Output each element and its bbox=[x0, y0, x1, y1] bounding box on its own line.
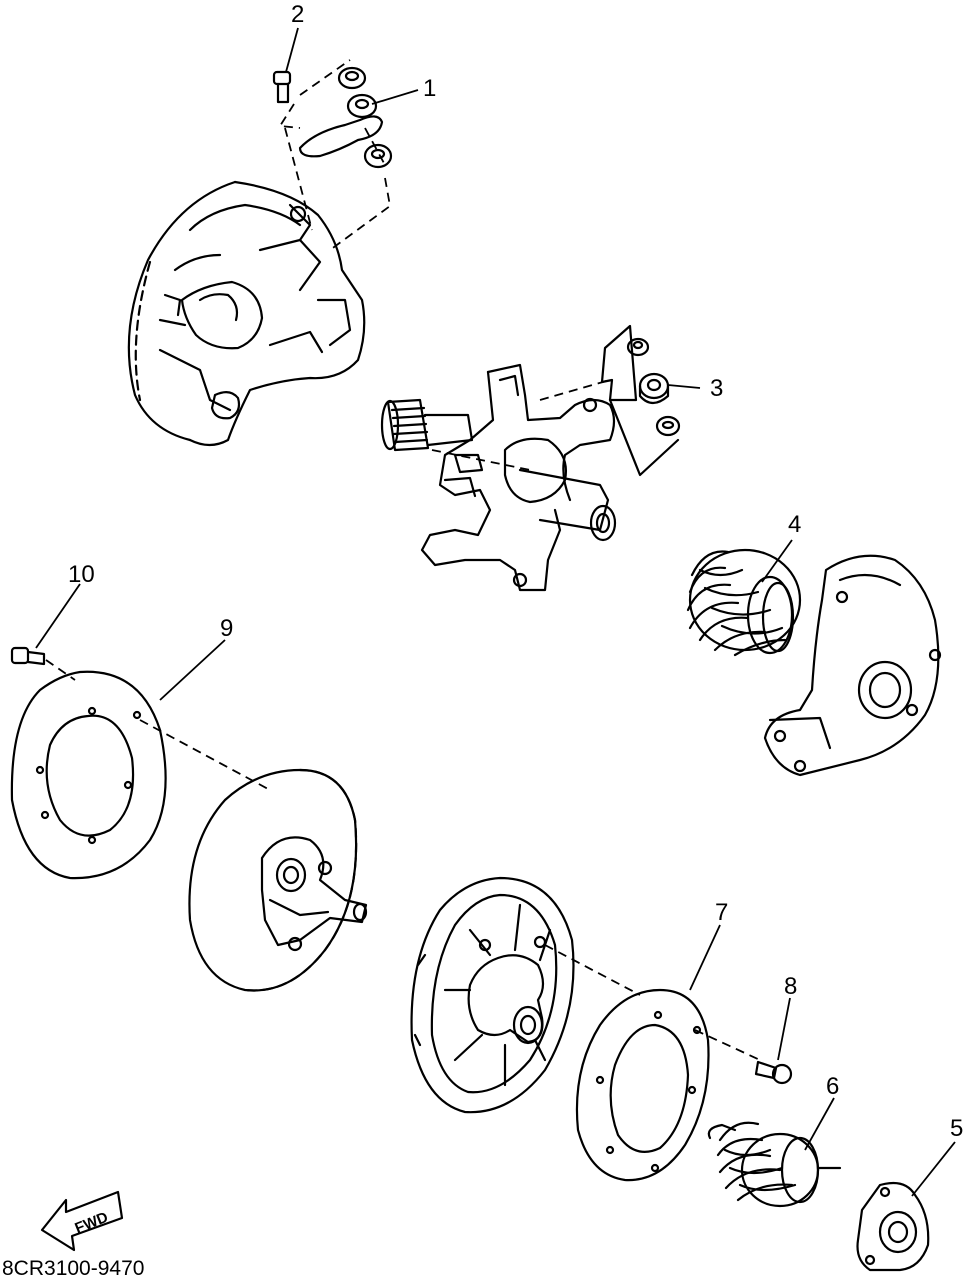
callout-1: 1 bbox=[423, 75, 436, 102]
callout-4: 4 bbox=[788, 511, 801, 538]
callout-8: 8 bbox=[784, 973, 797, 1000]
part-1-weight-arm[interactable] bbox=[298, 66, 393, 169]
callout-9: 9 bbox=[220, 615, 233, 642]
part-10-bolt[interactable] bbox=[10, 646, 46, 666]
fwd-arrow-icon: FWD bbox=[40, 1190, 124, 1252]
callout-2: 2 bbox=[291, 1, 304, 28]
part-4-spring[interactable] bbox=[686, 548, 802, 657]
callout-7: 7 bbox=[715, 899, 728, 926]
secondary-fixed-sheave[interactable] bbox=[410, 876, 575, 1114]
primary-fixed-sheave[interactable] bbox=[127, 180, 366, 447]
part-6-spring[interactable] bbox=[707, 1121, 842, 1208]
part-2-bolt[interactable] bbox=[272, 70, 292, 104]
callout-10: 10 bbox=[68, 561, 95, 588]
leader-lines bbox=[35, 27, 956, 1197]
callout-6: 6 bbox=[826, 1073, 839, 1100]
part-5-cam[interactable] bbox=[856, 1181, 930, 1272]
part-3-roller-bushings[interactable] bbox=[600, 324, 681, 477]
primary-movable-sheave[interactable] bbox=[188, 768, 368, 992]
primary-spider-shaft[interactable] bbox=[380, 363, 617, 592]
part-7-plate[interactable] bbox=[575, 988, 710, 1182]
primary-cap-cover[interactable] bbox=[763, 554, 942, 777]
part-9-plate[interactable] bbox=[10, 670, 167, 880]
callout-5: 5 bbox=[950, 1115, 963, 1142]
drawing-code: 8CR3100-9470 bbox=[2, 1257, 144, 1278]
callout-3: 3 bbox=[710, 375, 723, 402]
part-8-bolt[interactable] bbox=[754, 1060, 793, 1085]
